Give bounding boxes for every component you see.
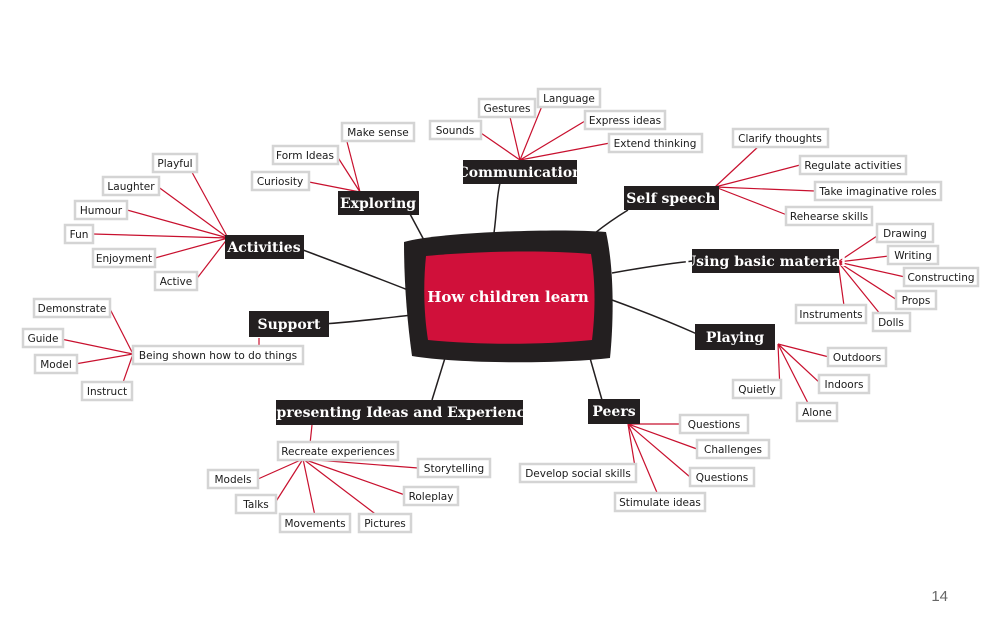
connector-support	[321, 314, 413, 325]
leaf-questions-2: Questions	[696, 472, 748, 484]
leaf-boxes	[21, 87, 980, 534]
center-title: How children learn	[427, 288, 589, 306]
leaf-express-ideas: Express ideas	[589, 115, 661, 127]
leaf-laughter: Laughter	[107, 181, 155, 193]
branch-self-speech: Self speech	[624, 186, 719, 210]
leaf-alone: Alone	[802, 407, 832, 419]
branch-label: Representing Ideas and Experiences	[256, 405, 542, 421]
leaf-talks: Talks	[242, 499, 269, 511]
branch-peers: Peers	[588, 399, 640, 424]
leaf-labels: Gestures Language Sounds Express ideas E…	[28, 93, 975, 530]
branch-label: Communication	[458, 165, 583, 181]
branch-label: Using basic material	[684, 254, 846, 270]
leaf-model: Model	[40, 359, 72, 371]
leaf-develop-social-skills: Develop social skills	[525, 468, 631, 480]
page-number: 14	[931, 588, 948, 605]
leaf-challenges: Challenges	[704, 444, 762, 456]
connector-self-speech	[594, 209, 629, 234]
connector-using-basic-material	[611, 260, 694, 274]
leaf-extend-thinking: Extend thinking	[614, 138, 697, 150]
connector-peers	[589, 357, 603, 401]
leaf-storytelling: Storytelling	[424, 463, 484, 475]
leaf-demonstrate: Demonstrate	[38, 303, 107, 315]
branch-label: Activities	[226, 240, 300, 256]
leaf-questions-1: Questions	[688, 419, 740, 431]
leaf-take-imaginative-roles: Take imaginative roles	[818, 186, 936, 198]
leaf-instruments: Instruments	[799, 309, 862, 321]
leaf-enjoyment: Enjoyment	[96, 253, 152, 265]
branch-label: Playing	[706, 330, 765, 346]
leaf-pictures: Pictures	[364, 518, 406, 530]
leaf-being-shown: Being shown how to do things	[139, 350, 297, 362]
branch-support: Support	[249, 311, 329, 337]
leaf-clarify-thoughts: Clarify thoughts	[738, 133, 822, 145]
branch-playing: Playing	[695, 324, 775, 350]
branch-communication: Communication	[458, 160, 583, 184]
connector-representing	[431, 357, 446, 401]
leaf-gestures: Gestures	[484, 103, 531, 115]
leaf-models: Models	[215, 474, 252, 486]
leaf-props: Props	[902, 295, 931, 307]
leaf-curiosity: Curiosity	[257, 176, 303, 188]
branch-exploring: Exploring	[338, 191, 419, 215]
leaf-writing: Writing	[894, 250, 932, 262]
leaf-regulate-activities: Regulate activities	[804, 160, 901, 172]
center-node: How children learn	[404, 230, 613, 363]
branch-label: Peers	[592, 404, 635, 420]
leaf-stimulate-ideas: Stimulate ideas	[619, 497, 701, 509]
leaf-drawing: Drawing	[883, 228, 927, 240]
branch-representing: Representing Ideas and Experiences	[256, 400, 542, 425]
center-fill	[424, 251, 595, 344]
leaf-rehearse-skills: Rehearse skills	[790, 211, 868, 223]
connector-playing	[611, 299, 698, 335]
leaf-instruct: Instruct	[87, 386, 127, 398]
leaf-fun: Fun	[70, 229, 89, 241]
leaf-sounds: Sounds	[436, 125, 475, 137]
leaf-active: Active	[160, 276, 192, 288]
leaf-outdoors: Outdoors	[833, 352, 881, 364]
leaf-guide: Guide	[28, 333, 59, 345]
connector-exploring	[409, 213, 426, 243]
leaf-constructing: Constructing	[907, 272, 974, 284]
leaf-form-ideas: Form Ideas	[276, 150, 334, 162]
branch-label: Exploring	[340, 196, 416, 212]
leaf-make-sense: Make sense	[347, 127, 409, 139]
branch-using-basic-material: Using basic material	[684, 249, 846, 273]
leaf-dolls: Dolls	[878, 317, 904, 329]
leaf-roleplay: Roleplay	[409, 491, 454, 503]
leaf-quietly: Quietly	[738, 384, 776, 396]
branch-label: Support	[257, 317, 321, 333]
branch-label: Self speech	[626, 191, 715, 207]
leaf-humour: Humour	[80, 205, 123, 217]
leaf-language: Language	[543, 93, 595, 105]
connector-communication	[492, 182, 501, 241]
branch-connectors	[302, 182, 698, 401]
leaf-movements: Movements	[284, 518, 345, 530]
leaf-playful: Playful	[157, 158, 192, 170]
connector-activities	[302, 249, 409, 291]
branch-activities: Activities	[225, 235, 304, 259]
leaf-indoors: Indoors	[824, 379, 863, 391]
leaf-recreate-experiences: Recreate experiences	[281, 446, 395, 458]
